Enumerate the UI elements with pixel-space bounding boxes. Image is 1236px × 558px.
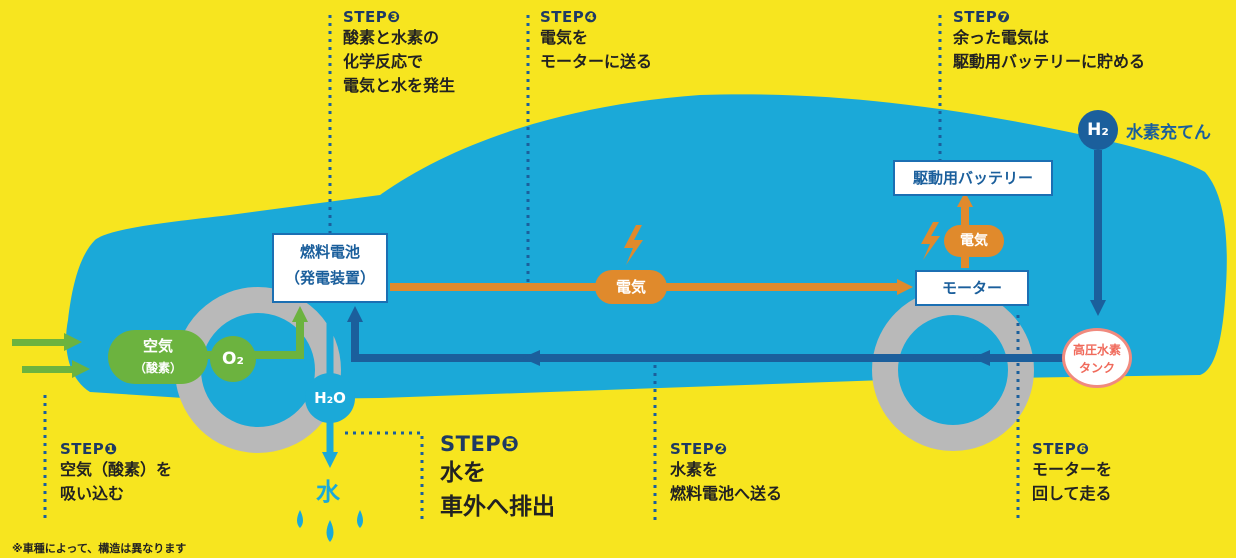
rear-wheel: [872, 289, 1034, 451]
h2o-circle: H₂O: [305, 373, 355, 423]
hydrogen-fill-label: 水素充てん: [1126, 123, 1211, 143]
electricity-pill-motor: 電気: [944, 225, 1004, 257]
hydrogen-tank: 高圧水素 タンク: [1062, 328, 1132, 388]
step-3-line3: 電気と水を発生: [343, 76, 456, 95]
step-5-line1: 水を: [440, 460, 486, 486]
air-pill: 空気 （酸素）: [108, 330, 208, 384]
tank-line1: 高圧水素: [1072, 343, 1121, 357]
step-1: STEP❶ 空気（酸素）を 吸い込む: [60, 440, 172, 506]
fuel-cell-line2: （発電装置）: [284, 269, 375, 287]
oxygen-label: （酸素）: [133, 361, 182, 375]
step-2-line2: 燃料電池へ送る: [670, 484, 783, 503]
step-2-line1: 水素を: [670, 460, 719, 479]
water-drops: [297, 510, 363, 542]
step-5: STEP❺ 水を 車外へ排出: [440, 432, 555, 524]
o2-circle: O₂: [210, 336, 256, 382]
step-3-label: STEP❸: [343, 8, 401, 26]
step-leader-lines: [43, 15, 1020, 520]
step-1-line2: 吸い込む: [60, 484, 125, 503]
electricity-pill-main: 電気: [595, 270, 667, 304]
step-6-line2: 回して走る: [1032, 484, 1112, 503]
step-7-line1: 余った電気は: [953, 28, 1050, 47]
air-intake-arrows: [12, 333, 90, 378]
footnote: ※車種によって、構造は異なります: [12, 542, 187, 555]
h2-circle: H₂: [1078, 110, 1118, 150]
step-3: STEP❸ 酸素と水素の 化学反応で 電気と水を発生: [343, 8, 455, 98]
hydrogen-path: [351, 150, 1102, 362]
water-label: 水: [316, 478, 340, 506]
step-3-line1: 酸素と水素の: [343, 28, 440, 47]
step-3-line2: 化学反応で: [343, 52, 424, 71]
step-1-label: STEP❶: [60, 440, 118, 458]
air-label: 空気: [142, 337, 173, 355]
step-7-label: STEP❼: [953, 8, 1011, 26]
lightning-icons: [624, 222, 940, 265]
oxygen-arrow-head: [292, 306, 308, 322]
fuel-cell-box: 燃料電池 （発電装置）: [272, 233, 388, 303]
step-4-line2: モーターに送る: [540, 52, 653, 71]
battery-box: 駆動用バッテリー: [893, 160, 1053, 196]
step-7-line2: 駆動用バッテリーに貯める: [953, 52, 1146, 71]
step-6-label: STEP❻: [1032, 440, 1090, 458]
step-4-label: STEP❹: [540, 8, 598, 26]
step-2-label: STEP❷: [670, 440, 728, 458]
step-5-line2: 車外へ排出: [440, 494, 555, 520]
step-4: STEP❹ 電気を モーターに送る: [540, 8, 652, 74]
step-6: STEP❻ モーターを 回して走る: [1032, 440, 1112, 506]
step-1-line1: 空気（酸素）を: [60, 460, 173, 479]
step-6-line1: モーターを: [1032, 460, 1113, 479]
step-2: STEP❷ 水素を 燃料電池へ送る: [670, 440, 782, 506]
step-7: STEP❼ 余った電気は 駆動用バッテリーに貯める: [953, 8, 1145, 74]
step-5-label: STEP❺: [440, 432, 520, 456]
fuel-cell-line1: 燃料電池: [299, 243, 360, 261]
motor-box: モーター: [915, 270, 1029, 306]
step-4-line1: 電気を: [540, 28, 589, 47]
tank-line2: タンク: [1078, 361, 1115, 375]
